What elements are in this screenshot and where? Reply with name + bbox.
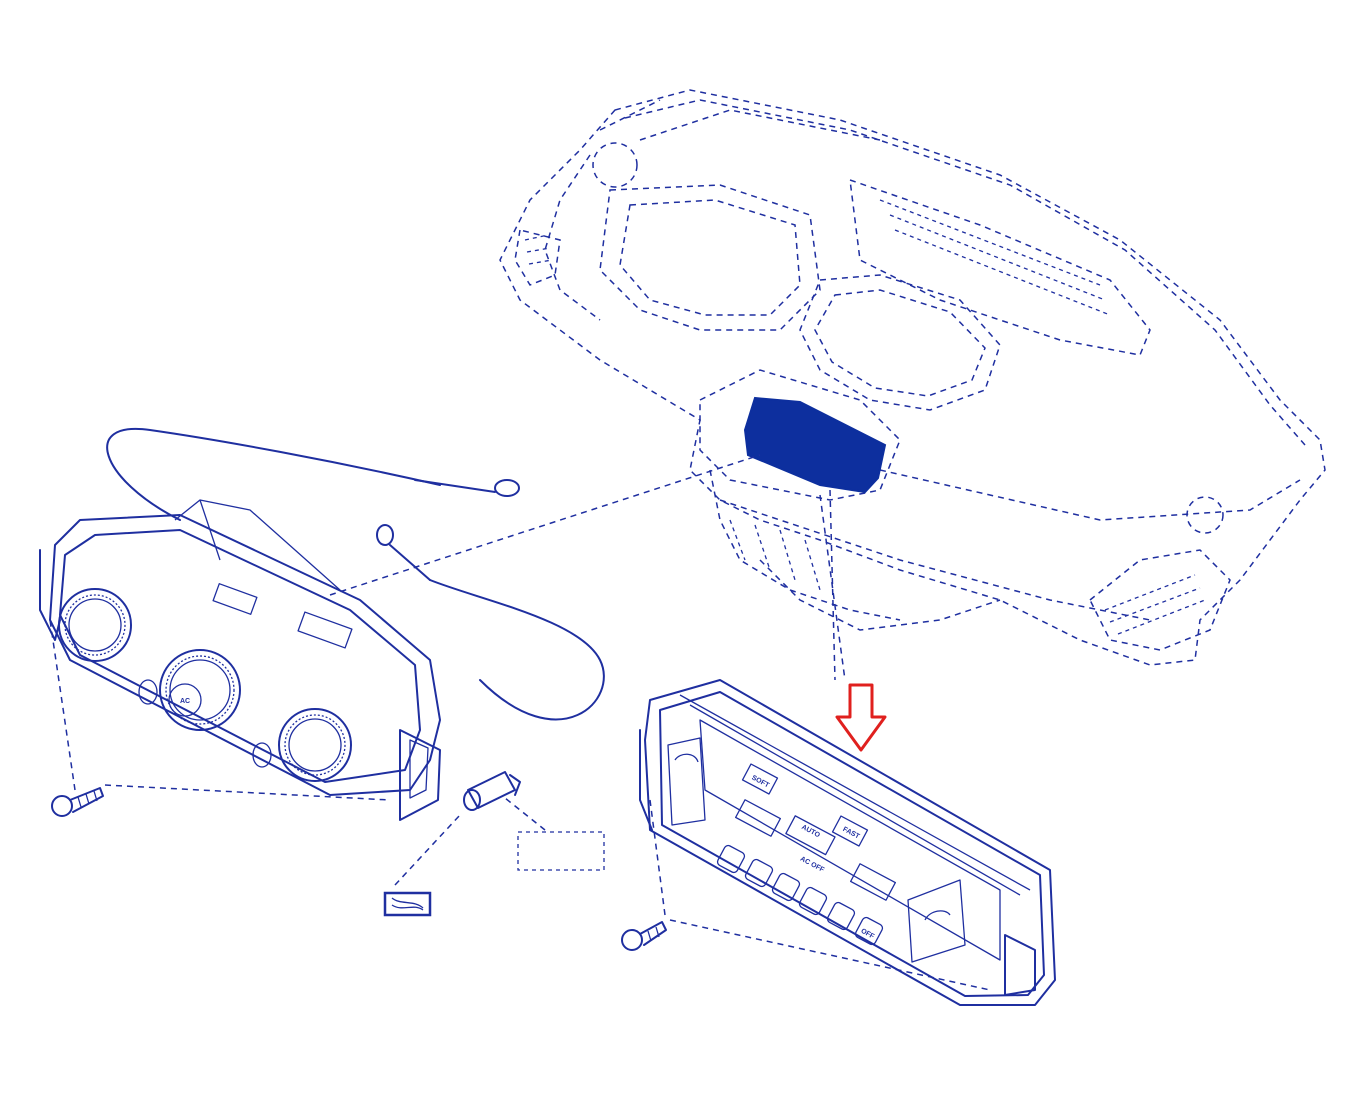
- automatic-climate-panel: SOFT AUTO FAST AC OFF OFF: [639, 679, 1056, 1006]
- button-acoff-label: AC OFF: [799, 856, 826, 875]
- dashboard-outline: [499, 89, 1326, 666]
- button-auto-label: AUTO: [800, 824, 821, 840]
- bulb: [463, 771, 521, 811]
- button-soft-label: SOFT: [750, 774, 770, 789]
- climate-control-slot: [743, 396, 887, 494]
- knob-fan: AC: [159, 649, 241, 731]
- knob-temperature: [58, 588, 132, 662]
- label-box-solid: [383, 891, 432, 917]
- cable-lower: [429, 579, 605, 721]
- knob-ac-label: AC: [180, 698, 190, 705]
- screw-left: [51, 787, 104, 817]
- screw-right: [621, 921, 667, 951]
- manual-climate-panel: AC: [39, 427, 605, 821]
- knob-air-distribution: [278, 708, 352, 782]
- cable-upper: [106, 427, 441, 521]
- label-box-dashed: [517, 831, 605, 871]
- highlight-arrow: [835, 683, 887, 752]
